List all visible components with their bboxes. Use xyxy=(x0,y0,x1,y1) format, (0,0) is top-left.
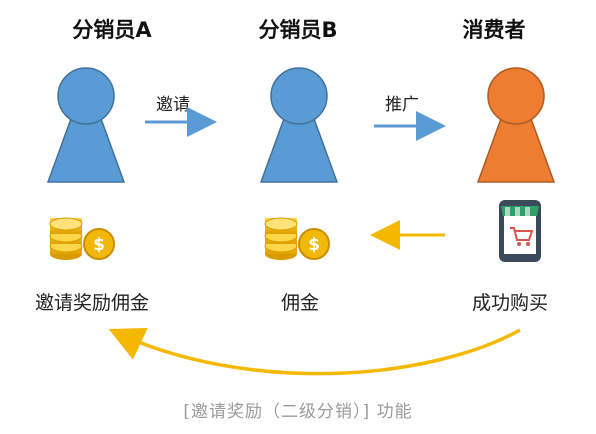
role-title-distributor-a: 分销员A xyxy=(72,18,152,42)
coins-icon-reward: $ xyxy=(49,217,115,260)
role-title-distributor-b: 分销员B xyxy=(258,18,338,42)
person-icon-distributor-a xyxy=(46,67,126,183)
invite-reward-commission-label: 邀请奖励佣金 xyxy=(34,292,149,314)
svg-text:$: $ xyxy=(93,235,105,255)
coins-icon-commission: $ xyxy=(264,217,330,260)
invite-arrow-label: 邀请 xyxy=(156,95,190,115)
invite-reward-arrow xyxy=(108,327,521,376)
person-icon-consumer xyxy=(476,67,556,183)
successful-purchase-label: 成功购买 xyxy=(471,292,548,314)
person-icon-distributor-b xyxy=(259,67,339,183)
shopping-cart-phone-icon xyxy=(499,200,541,262)
role-title-consumer: 消费者 xyxy=(462,18,526,42)
svg-text:$: $ xyxy=(308,235,320,255)
feature-caption: [邀请奖励（二级分销）] 功能 xyxy=(183,402,413,422)
commission-label: 佣金 xyxy=(280,292,319,314)
promote-arrow-label: 推广 xyxy=(385,95,419,115)
